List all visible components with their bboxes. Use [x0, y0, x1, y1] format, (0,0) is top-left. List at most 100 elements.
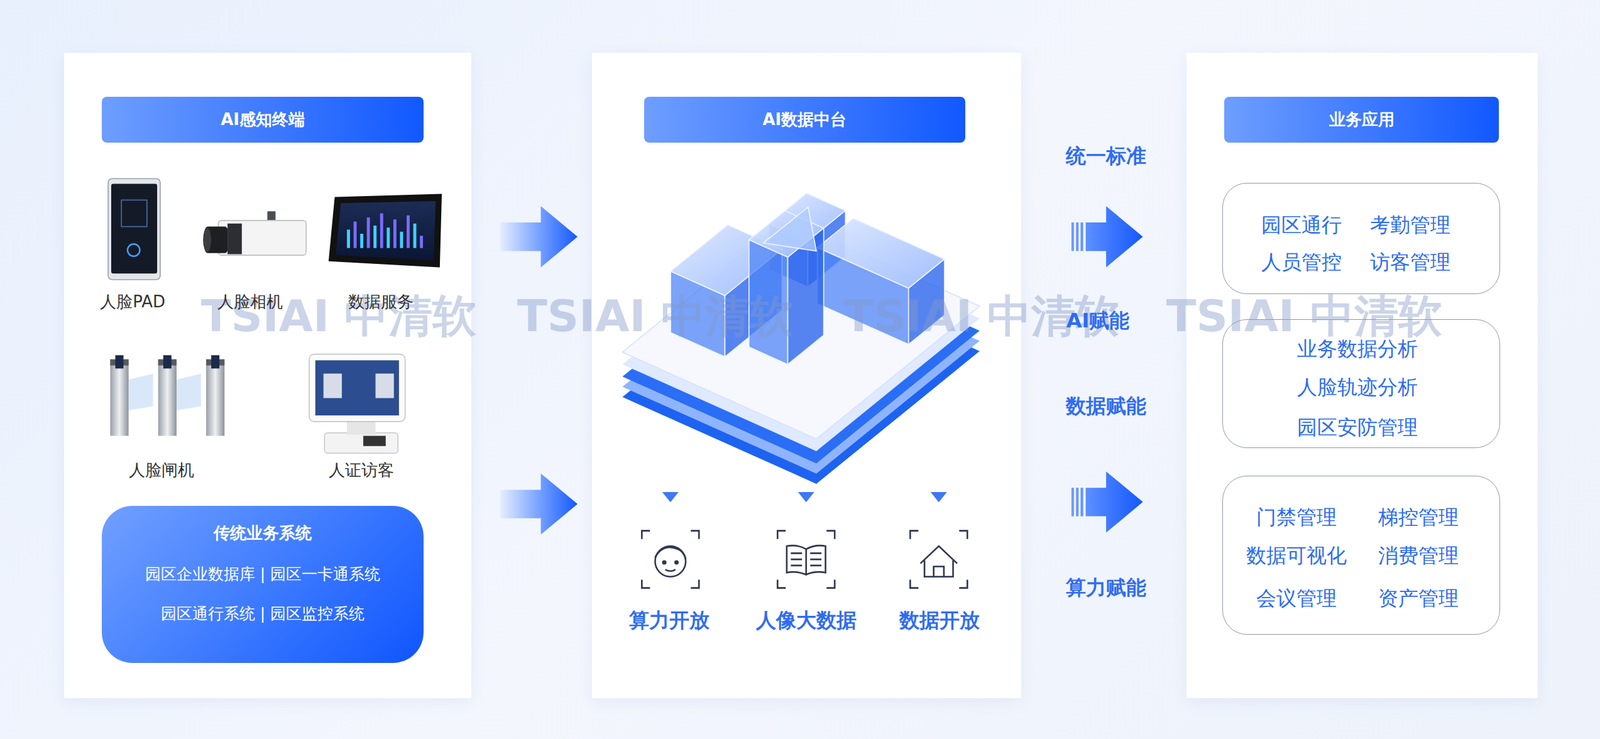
panel-header: AI感知终端 — [101, 96, 423, 143]
app-item: 梯控管理 — [1378, 504, 1459, 529]
data-service-tablet — [328, 194, 442, 268]
glass-blocks — [724, 248, 782, 357]
application-group: 园区通行考勤管理人员管控访客管理 — [1222, 182, 1501, 295]
visitor-kiosk — [346, 418, 376, 435]
face-gate — [176, 373, 202, 410]
data-service-tablet — [360, 233, 364, 249]
feature-icons — [665, 569, 676, 571]
app-item: 数据可视化 — [1246, 543, 1347, 568]
flow-arrow-shape — [500, 206, 578, 268]
application-group: 门禁管理梯控管理数据可视化消费管理会议管理资产管理 — [1222, 475, 1501, 635]
glass-blocks — [670, 224, 782, 296]
glass-blocks — [788, 228, 824, 365]
pointer-triangles — [662, 492, 679, 503]
flow-arrow-shape — [500, 473, 578, 535]
glass-blocks — [763, 207, 817, 252]
data-service-tablet — [419, 235, 423, 248]
app-item: 园区安防管理 — [1297, 414, 1418, 439]
visitor-kiosk — [323, 373, 342, 398]
feature-icons — [786, 545, 826, 575]
data-service-tablet — [335, 201, 436, 261]
feature-icons — [920, 546, 958, 577]
app-item: 访客管理 — [1369, 249, 1451, 274]
arrow-stripe — [1080, 487, 1084, 516]
face-camera — [267, 211, 276, 224]
face-gate — [109, 359, 129, 437]
face-camera — [202, 227, 212, 253]
data-service-tablet — [400, 231, 404, 249]
visitor-kiosk — [309, 354, 406, 422]
arrow-stripe — [1071, 487, 1074, 516]
face-gate — [109, 359, 129, 366]
flow-arrow — [500, 473, 578, 535]
feature-icons — [777, 531, 835, 589]
enablement-label: 数据赋能 — [1065, 394, 1147, 418]
arrow-stripe — [1080, 222, 1084, 251]
arrow-stripe — [1075, 487, 1079, 516]
feature-icons — [641, 531, 699, 589]
face-gate — [158, 359, 177, 437]
face-camera — [218, 220, 307, 256]
device-label: 人脸PAD — [99, 292, 166, 312]
glass-blocks — [817, 247, 909, 345]
column-panel: 传统业务系统园区企业数据库 | 园区一卡通系统园区通行系统 | 园区监控系统 AI… — [64, 52, 472, 698]
face-gate — [206, 359, 225, 366]
app-item: 人员管控 — [1261, 249, 1342, 274]
app-item: 会议管理 — [1256, 586, 1337, 611]
flow-arrow — [500, 206, 578, 268]
data-service-tablet — [380, 213, 384, 248]
face-pad — [108, 178, 161, 280]
glass-blocks — [670, 192, 945, 364]
legacy-system-box: 传统业务系统园区企业数据库 | 园区一卡通系统园区通行系统 | 园区监控系统 — [101, 505, 423, 664]
glass-blocks — [769, 192, 846, 241]
watermark: TSIAI 中清软 — [1166, 289, 1443, 343]
face-pad — [127, 243, 140, 256]
glass-blocks — [769, 223, 809, 288]
feature-icons — [790, 553, 822, 565]
pointer-triangles — [798, 492, 815, 503]
feature-icons — [654, 546, 686, 577]
feature-icons — [909, 531, 968, 589]
arrow-stripe — [1075, 222, 1079, 251]
enablement-label: 算力赋能 — [1065, 575, 1147, 600]
face-pad — [111, 183, 158, 274]
capability-label: 数据开放 — [899, 608, 980, 633]
face-gate — [158, 359, 177, 366]
platform — [622, 243, 980, 464]
column-panel: AI数据中台 — [591, 52, 1022, 698]
platform — [622, 231, 980, 452]
flow-arrow-shape — [1085, 206, 1144, 268]
data-service-tablet — [406, 215, 410, 249]
device-label: 人脸闸机 — [128, 460, 195, 481]
feature-icons — [663, 561, 667, 565]
glass-blocks — [749, 210, 824, 258]
face-camera — [202, 211, 307, 256]
glass-blocks — [670, 271, 725, 357]
data-service-tablet — [367, 217, 371, 249]
app-item: 资产管理 — [1378, 586, 1459, 611]
face-gate — [163, 355, 172, 369]
face-gate — [128, 373, 154, 410]
column-panel: 园区通行考勤管理人员管控访客管理业务数据分析人脸轨迹分析园区安防管理门禁管理梯控… — [1186, 52, 1538, 698]
pointer-triangles — [930, 492, 948, 503]
face-pad — [108, 178, 161, 280]
device-label: 人证访客 — [328, 460, 395, 481]
flow-arrow — [1071, 471, 1144, 533]
feature-icons — [674, 561, 679, 565]
face-pad — [121, 199, 148, 227]
panel-header: AI数据中台 — [644, 96, 966, 143]
device-label: 人脸相机 — [217, 292, 283, 312]
capability-label: 算力开放 — [629, 608, 710, 633]
visitor-kiosk — [315, 360, 400, 416]
flow-arrow — [1071, 206, 1144, 268]
box-title: 传统业务系统 — [213, 524, 312, 544]
arrow-stripe — [1071, 222, 1074, 251]
platform — [622, 264, 980, 484]
data-service-tablet — [328, 194, 442, 268]
device-label: 数据服务 — [348, 292, 414, 312]
data-service-tablet — [353, 221, 357, 248]
glass-blocks — [817, 218, 945, 288]
visitor-kiosk — [324, 432, 398, 454]
panel-header: 业务应用 — [1224, 96, 1499, 143]
visitor-kiosk — [363, 436, 386, 447]
